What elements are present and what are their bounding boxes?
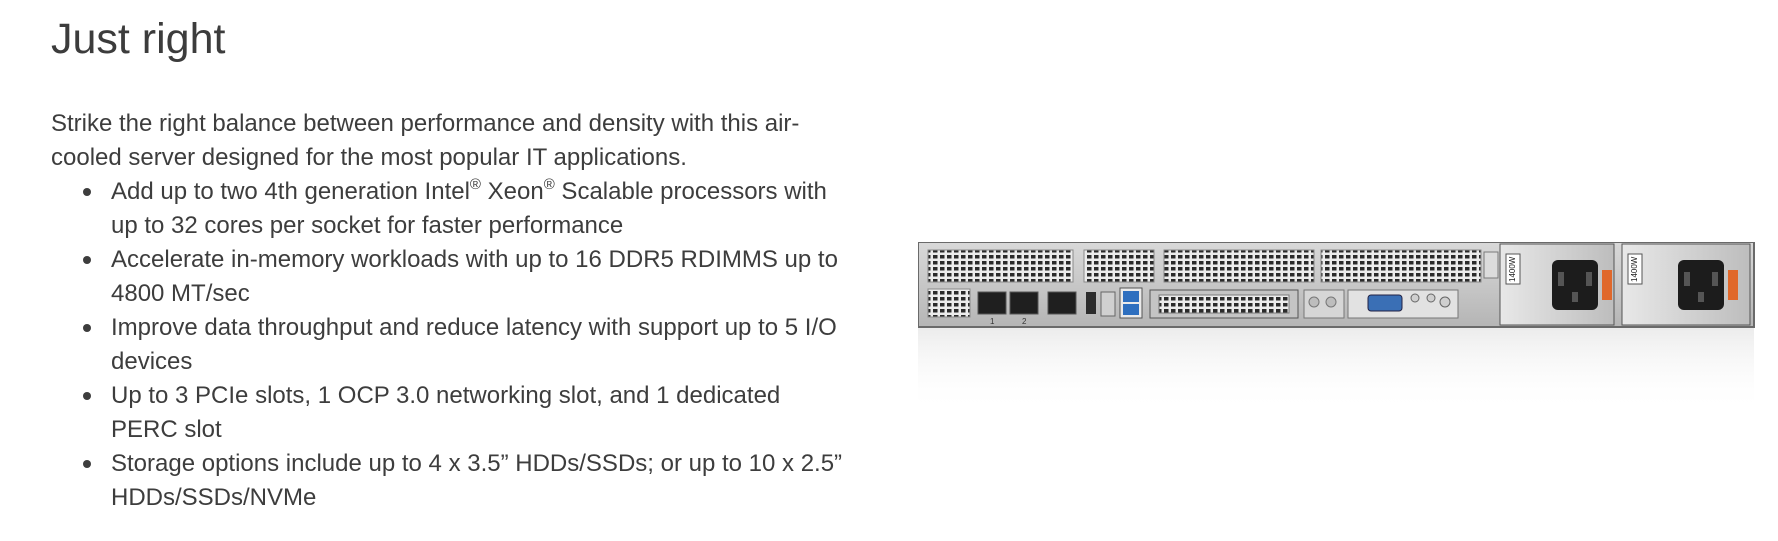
registered-mark: ® (469, 176, 481, 193)
intro-paragraph: Strike the right balance between perform… (51, 110, 800, 171)
feature-text: Improve data throughput and reduce laten… (111, 314, 837, 375)
pin (1712, 272, 1718, 286)
pin (1684, 272, 1690, 286)
feature-list: Add up to two 4th generation Intel® Xeon… (51, 175, 871, 515)
bullet-icon (83, 324, 91, 332)
section-title: Just right (51, 15, 226, 63)
indicator-icon (1410, 293, 1420, 303)
feature-text: Up to 3 PCIe slots, 1 OCP 3.0 networking… (111, 382, 781, 443)
psu-label-tag (1505, 253, 1521, 285)
feature-text: Accelerate in-memory workloads with up t… (111, 246, 838, 307)
psu-release-handle (1728, 270, 1738, 300)
reflection (918, 328, 1754, 412)
feature-text-part: Xeon (480, 178, 544, 205)
feature-item: Add up to two 4th generation Intel® Xeon… (83, 175, 846, 243)
feature-item: Up to 3 PCIe slots, 1 OCP 3.0 networking… (83, 379, 846, 447)
ethernet-port-icon (1009, 291, 1039, 315)
port-label: 1 (990, 317, 995, 326)
bullet-icon (83, 392, 91, 400)
bullet-icon (83, 188, 91, 196)
usb-port-icon (1123, 291, 1139, 302)
bullet-icon (83, 256, 91, 264)
vent-grille (927, 288, 971, 318)
pin (1572, 292, 1578, 302)
bullet-icon (83, 460, 91, 468)
ethernet-port-icon (977, 291, 1007, 315)
pin (1698, 292, 1704, 302)
feature-item: Accelerate in-memory workloads with up t… (83, 243, 846, 311)
feature-text-part: Add up to two 4th generation Intel (111, 178, 470, 205)
pin (1586, 272, 1592, 286)
pin (1558, 272, 1564, 286)
vent-grille (927, 249, 1074, 283)
ethernet-port-icon (1047, 291, 1077, 315)
feature-text: Storage options include up to 4 x 3.5” H… (111, 450, 843, 511)
feature-item: Improve data throughput and reduce laten… (83, 311, 846, 379)
serial-connector (1086, 292, 1096, 314)
registered-mark: ® (543, 176, 555, 193)
feature-text-part: Scalable processors with up to 32 cores … (111, 178, 827, 239)
indicator-icon (1426, 293, 1436, 303)
indicator-icon (1308, 296, 1320, 308)
server-rear-illustration: 1 2 1400W 1400W (918, 242, 1755, 412)
psu-rating-label: 1400W (1630, 256, 1639, 282)
feature-item: Storage options include up to 4 x 3.5” H… (83, 447, 846, 515)
id-button (1483, 251, 1499, 279)
usb-port-icon (1123, 304, 1139, 315)
vent-grille (1320, 249, 1482, 283)
indicator-icon (1325, 296, 1337, 308)
vent-grille (1083, 249, 1155, 283)
psu-release-handle (1602, 270, 1612, 300)
vga-port-icon (1367, 294, 1403, 312)
indicator-icon (1439, 296, 1451, 308)
port-label: 2 (1022, 317, 1027, 326)
server-rear-image: 1 2 1400W 1400W (918, 242, 1760, 412)
io-panel (1347, 289, 1459, 319)
usb-icon (1100, 291, 1116, 317)
psu-rating-label: 1400W (1508, 256, 1517, 282)
vent-grille (1163, 249, 1315, 283)
vent-grille (1158, 294, 1290, 314)
psu-label-tag (1627, 253, 1643, 285)
